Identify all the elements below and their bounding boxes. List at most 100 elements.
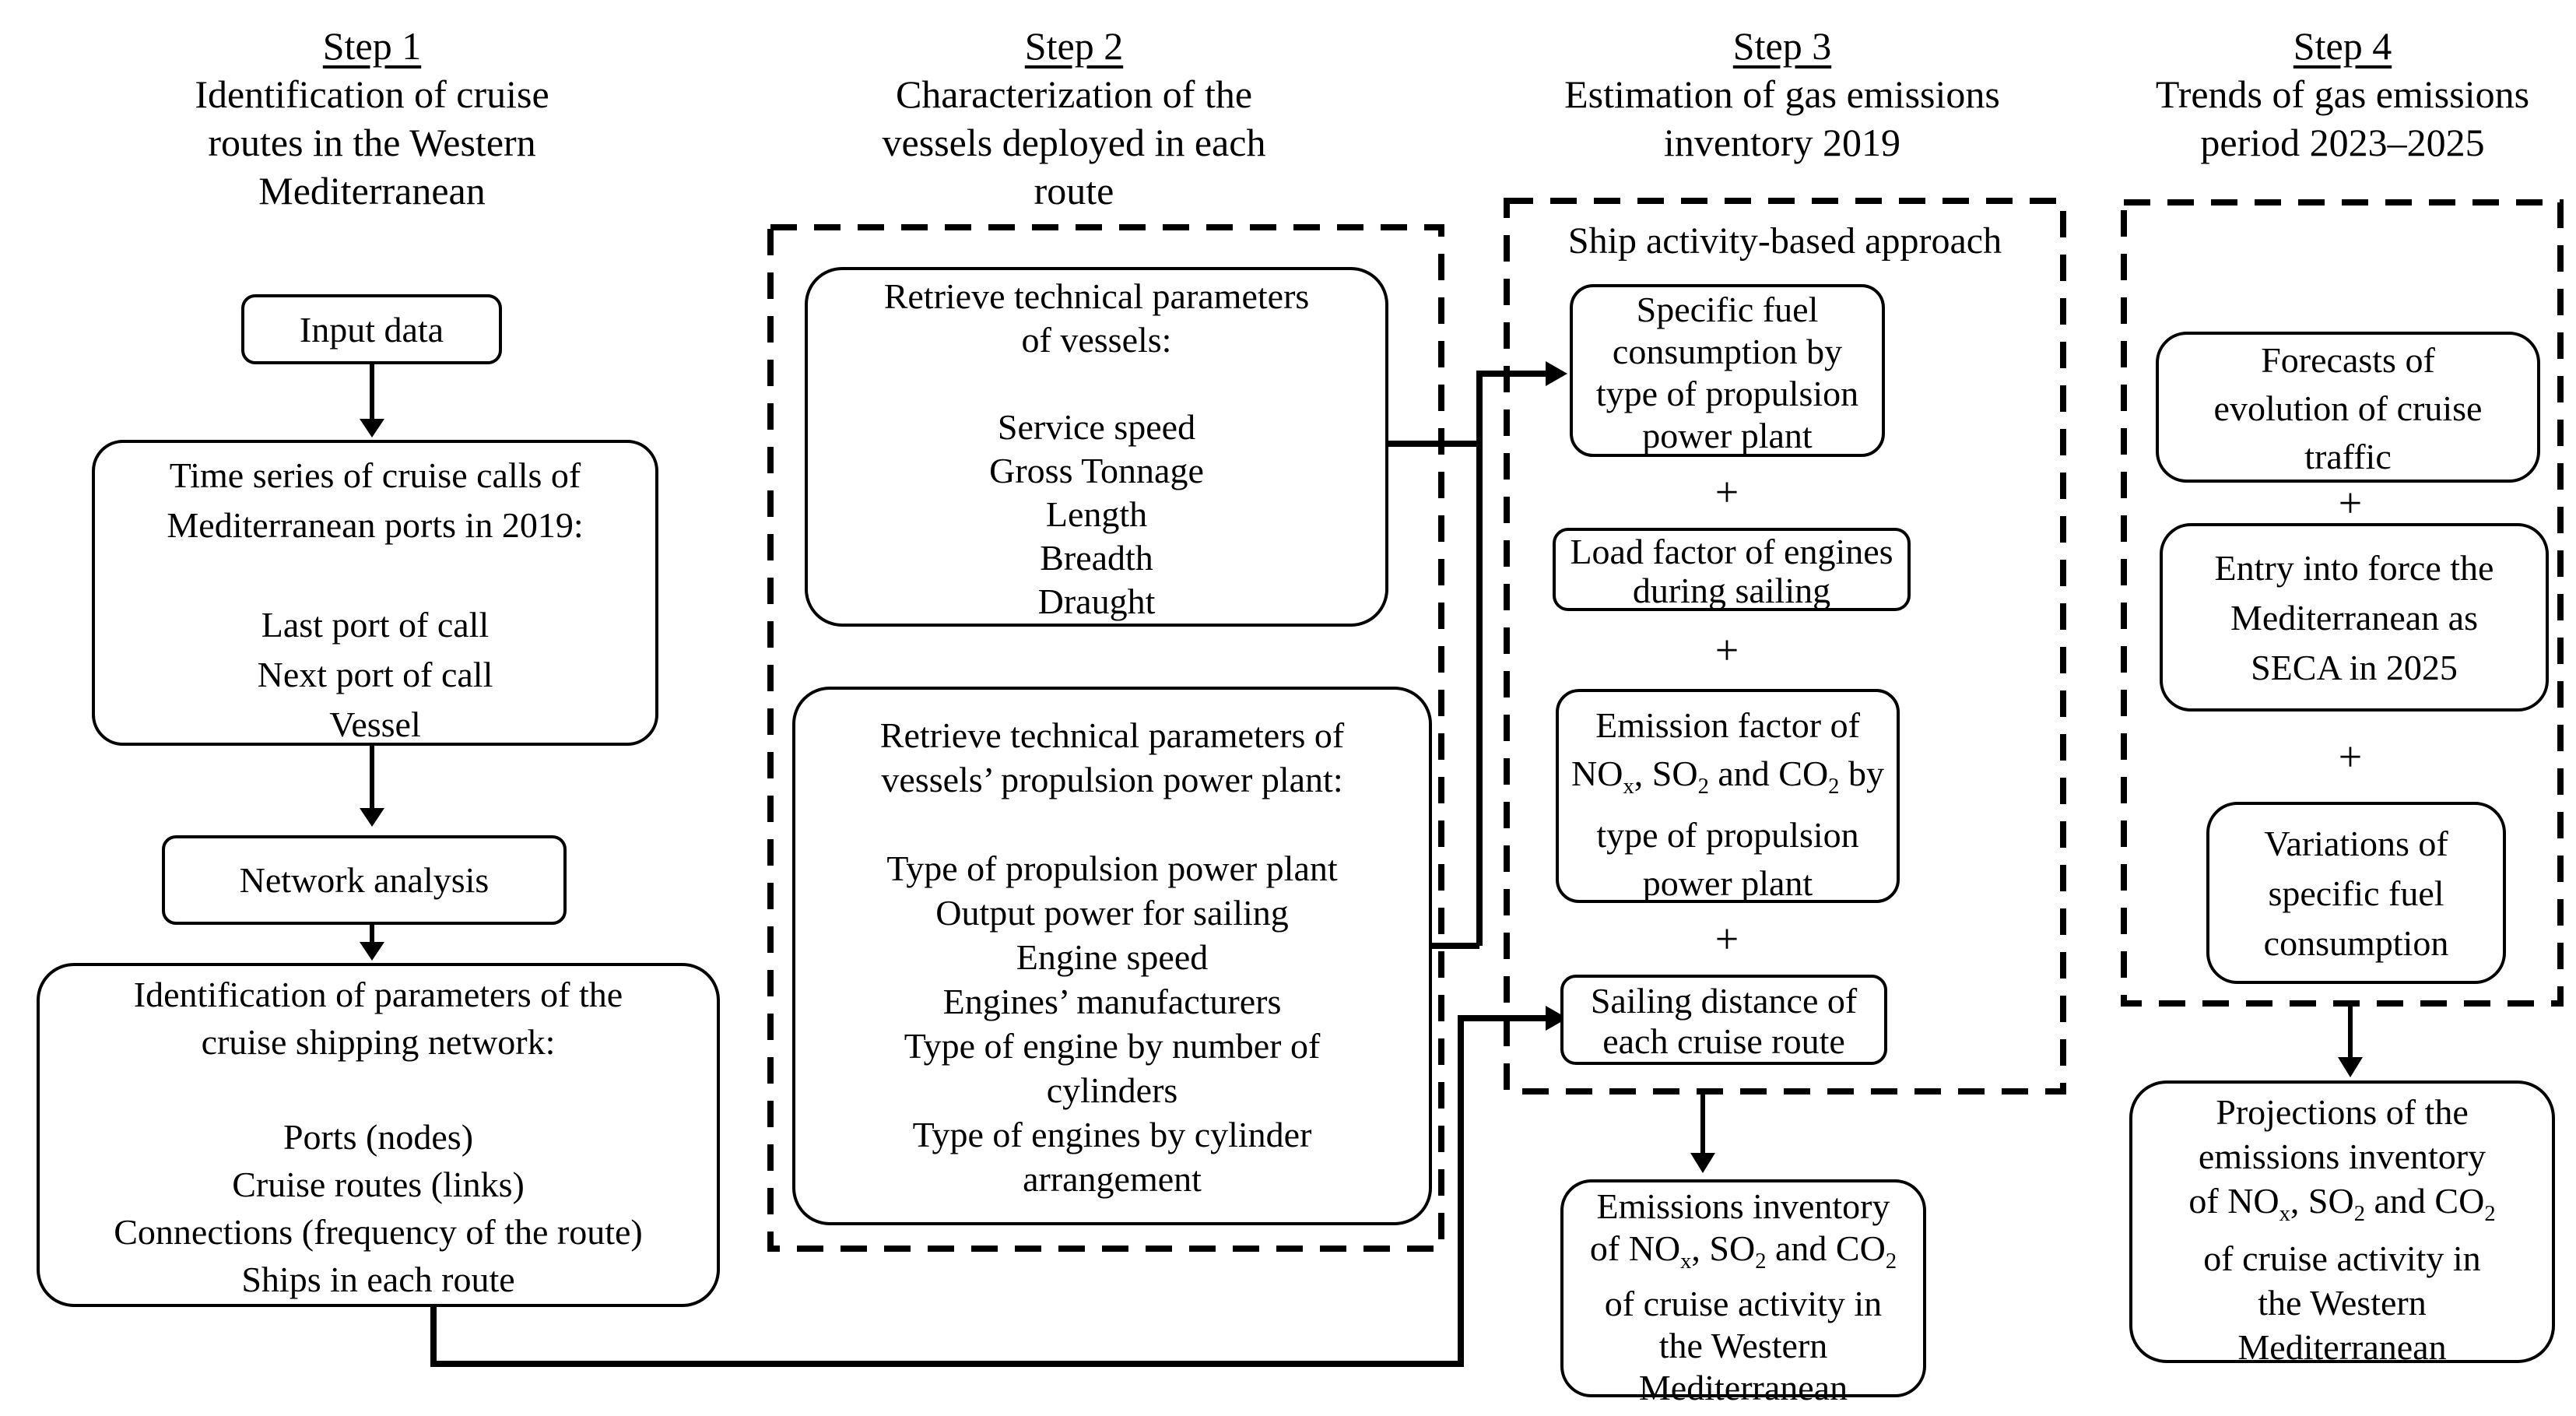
- step1-header: Step 1 Identification of cruise routes i…: [53, 22, 691, 215]
- chem-sub: 2: [1828, 775, 1840, 799]
- time-series-box: Time series of cruise calls of Mediterra…: [92, 440, 658, 746]
- step1-subtitle-line: Identification of cruise: [195, 72, 549, 116]
- plus-sign: +: [2338, 480, 2363, 526]
- propulsion-params-line: Output power for sailing: [935, 893, 1289, 933]
- plus-sign: +: [1714, 627, 1739, 673]
- inventory-chem-line: of NOx, SO2 and CO2: [1563, 1228, 1923, 1283]
- step2-title: Step 2: [1024, 24, 1124, 68]
- vessel-params-line: Length: [1045, 494, 1148, 534]
- seca-box: Entry into force the Mediterranean as SE…: [2160, 523, 2549, 712]
- params-line: cruise shipping network:: [201, 1022, 556, 1062]
- inventory-line: the Western: [1658, 1326, 1828, 1366]
- time-series-line: Time series of cruise calls of: [169, 455, 581, 495]
- step3-subtitle-line: Estimation of gas emissions: [1564, 72, 2000, 116]
- plus-sign: +: [1714, 469, 1739, 515]
- chem-sub: 2: [2353, 1202, 2365, 1227]
- sfc-line: power plant: [1642, 416, 1813, 455]
- variations-line: specific fuel: [2268, 873, 2444, 913]
- step3-header: Step 3 Estimation of gas emissions inven…: [1463, 22, 2101, 167]
- step3-dashed-container: [1504, 198, 2066, 1095]
- emissions-inventory-box: Emissions inventory of NOx, SO2 and CO2 …: [1560, 1179, 1926, 1407]
- plus-sign: +: [1714, 915, 1739, 962]
- projections-line: of cruise activity in: [2203, 1239, 2481, 1279]
- sfc-line: consumption by: [1612, 332, 1843, 371]
- shipping-network-params-box: Identification of parameters of the crui…: [37, 963, 720, 1307]
- load-factor-line: during sailing: [1632, 571, 1831, 610]
- arrowhead-step1-to-sailing-icon: [1546, 1006, 1567, 1031]
- sfc-line: type of propulsion: [1595, 374, 1859, 413]
- params-line: [40, 1066, 717, 1113]
- load-factor-box: Load factor of engines during sailing: [1553, 528, 1911, 611]
- vessel-params-line: Breadth: [1040, 538, 1153, 578]
- params-line: Connections (frequency of the route): [114, 1212, 643, 1252]
- propulsion-parameters-box: Retrieve technical parameters of vessels…: [792, 687, 1432, 1225]
- step4-title: Step 4: [2293, 24, 2392, 68]
- step4-subtitle-line: period 2023–2025: [2200, 121, 2485, 164]
- step2-header: Step 2 Characterization of the vessels d…: [755, 22, 1393, 215]
- forecasts-line: traffic: [2304, 437, 2392, 476]
- chem-text: of NO: [2188, 1181, 2279, 1221]
- vessel-params-line: Draught: [1037, 582, 1156, 621]
- projections-box: Projections of the emissions inventory o…: [2129, 1080, 2555, 1367]
- variations-line: Variations of: [2264, 824, 2448, 863]
- projections-chem-line: of NOx, SO2 and CO2: [2132, 1179, 2552, 1236]
- seca-line: Mediterranean as: [2230, 598, 2478, 638]
- arrowhead-step2-to-sfc-icon: [1546, 361, 1567, 386]
- projections-line: the Western: [2258, 1283, 2427, 1323]
- propulsion-params-line: [795, 802, 1429, 846]
- network-analysis-label: Network analysis: [239, 860, 490, 900]
- propulsion-params-line: Engines’ manufacturers: [942, 982, 1282, 1021]
- arrowhead-step3-to-inventory-icon: [1690, 1153, 1715, 1173]
- specific-fuel-consumption-box: Specific fuel consumption by type of pro…: [1570, 284, 1885, 457]
- projections-line: Mediterranean: [2237, 1327, 2447, 1368]
- input-data-box: Input data: [241, 294, 502, 364]
- chem-sub: 2: [2484, 1202, 2496, 1227]
- step2-subtitle-line: vessels deployed in each: [882, 121, 1266, 164]
- arrowhead-network-to-params-icon: [360, 942, 384, 961]
- inventory-line: of cruise activity in: [1604, 1284, 1883, 1324]
- vessel-params-line: of vessels:: [1021, 320, 1172, 360]
- propulsion-params-line: cylinders: [1046, 1070, 1178, 1110]
- emission-factor-chem-line: NOx, SO2 and CO2 by: [1559, 750, 1897, 811]
- chem-text: , SO: [1691, 1228, 1756, 1268]
- vessel-parameters-box: Retrieve technical parameters of vessels…: [805, 267, 1388, 627]
- connector-step1-to-sailing: [430, 1015, 1547, 1367]
- params-line: Identification of parameters of the: [133, 975, 623, 1014]
- chem-sub: x: [1680, 1249, 1692, 1274]
- step4-dashed-container: [2121, 199, 2564, 1007]
- chem-text: and CO: [1708, 754, 1829, 793]
- step4-subtitle-line: Trends of gas emissions: [2155, 72, 2530, 116]
- seca-line: Entry into force the: [2214, 548, 2494, 588]
- arrowhead-step4-to-projections-icon: [2338, 1057, 2363, 1077]
- step2-subtitle-line: route: [1034, 169, 1114, 213]
- chem-text: , SO: [2290, 1181, 2354, 1221]
- step1-title: Step 1: [322, 24, 422, 68]
- forecasts-line: Forecasts of: [2261, 340, 2435, 380]
- emission-factor-line: power plant: [1642, 863, 1813, 904]
- propulsion-params-line: Retrieve technical parameters of: [879, 715, 1345, 755]
- propulsion-params-line: Type of engine by number of: [904, 1026, 1321, 1066]
- time-series-line: Mediterranean ports in 2019:: [167, 505, 584, 545]
- propulsion-params-line: vessels’ propulsion power plant:: [881, 760, 1343, 799]
- projections-line: emissions inventory: [2198, 1137, 2487, 1176]
- inventory-line: Emissions inventory: [1596, 1186, 1890, 1226]
- step1-subtitle-line: Mediterranean: [258, 169, 486, 213]
- emission-factor-box: Emission factor of NOx, SO2 and CO2 by t…: [1556, 689, 1900, 903]
- emission-factor-line: type of propulsion: [1596, 815, 1859, 856]
- time-series-line: [95, 550, 655, 600]
- step2-dashed-container: [767, 224, 1444, 1252]
- ship-activity-approach-label: Ship activity-based approach: [1567, 220, 2002, 262]
- emission-factor-line: Emission factor of: [1595, 705, 1860, 745]
- variations-line: consumption: [2263, 923, 2449, 963]
- params-line: Ships in each route: [241, 1260, 515, 1299]
- plus-sign: +: [2338, 733, 2363, 780]
- sailing-distance-line: each cruise route: [1602, 1021, 1845, 1061]
- chem-sub: x: [1623, 775, 1634, 799]
- propulsion-params-line: Type of propulsion power plant: [886, 849, 1338, 888]
- step4-header: Step 4 Trends of gas emissions period 20…: [2023, 22, 2576, 167]
- time-series-line: Next port of call: [257, 655, 493, 694]
- chem-text: of NO: [1589, 1228, 1681, 1268]
- sfc-line: Specific fuel: [1636, 290, 1819, 329]
- time-series-line: Last port of call: [261, 605, 490, 645]
